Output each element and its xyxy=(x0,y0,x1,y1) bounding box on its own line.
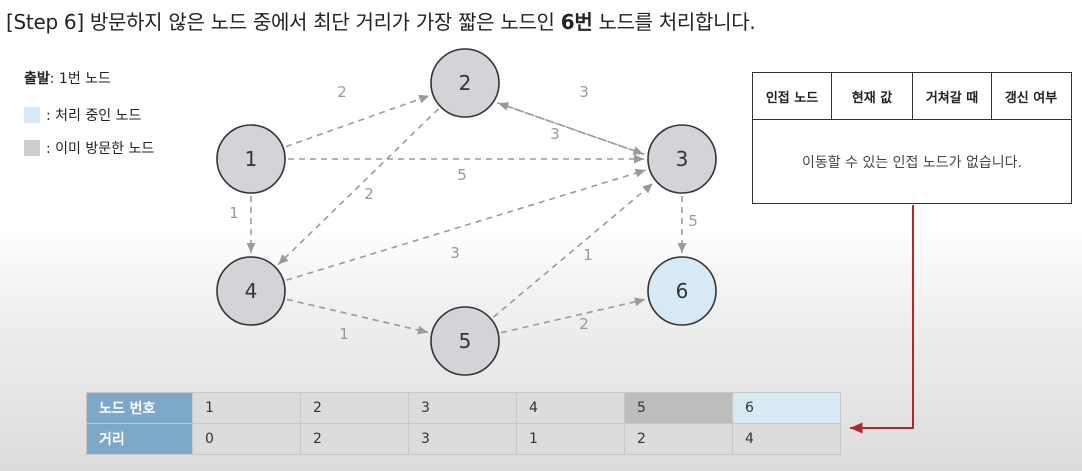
node-5-circle xyxy=(430,306,500,376)
edge-5-3 xyxy=(492,182,654,318)
node-2-circle xyxy=(430,48,500,118)
edge-weight-label: 1 xyxy=(229,204,239,222)
node-1-label: 1 xyxy=(245,147,258,171)
node-number-cell: 4 xyxy=(516,392,625,424)
distance-cell: 2 xyxy=(300,423,409,455)
edge-5-6 xyxy=(500,297,646,334)
adjacency-header-cell: 현재 값 xyxy=(832,73,913,119)
legend-start-value: : 1번 노드 xyxy=(49,71,111,87)
distance-cell: 3 xyxy=(408,423,517,455)
title-bold: 6번 xyxy=(560,10,593,34)
edge-weight-label: 2 xyxy=(579,315,589,333)
edge-weight-label: 3 xyxy=(450,244,460,262)
adjacency-message: 이동할 수 있는 인접 노드가 없습니다. xyxy=(802,155,1022,171)
edge-weight-label: 2 xyxy=(364,185,374,203)
edge-weight-label: 3 xyxy=(579,83,589,101)
pointer-arrow xyxy=(850,205,914,434)
distance-cell: 4 xyxy=(732,423,841,455)
node-6-circle xyxy=(647,256,717,326)
legend-visited: : 이미 방문한 노드 xyxy=(24,138,154,158)
title-prefix: [Step 6] 방문하지 않은 노드 중에서 최단 거리가 가장 짧은 노드인 xyxy=(6,10,561,34)
node-2-label: 2 xyxy=(459,71,472,95)
adjacency-table: 인접 노드 현재 값 거쳐갈 때 갱신 여부 이동할 수 있는 인접 노드가 없… xyxy=(752,72,1072,204)
distance-cell: 0 xyxy=(192,423,301,455)
legend-processing: : 처리 중인 노드 xyxy=(24,105,141,125)
node-number-cell: 6 xyxy=(732,392,841,424)
node-4-label: 4 xyxy=(245,279,258,303)
edge-4-3 xyxy=(286,168,646,281)
node-number-label: 노드 번호 xyxy=(86,392,193,424)
edge-1-2 xyxy=(285,94,430,148)
edge-weight-label: 5 xyxy=(457,166,467,184)
edge-weight-label: 1 xyxy=(583,246,593,264)
legend-processing-label: : 처리 중인 노드 xyxy=(46,108,142,124)
visited-swatch xyxy=(24,140,40,156)
node-number-cell: 3 xyxy=(408,392,517,424)
node-3-label: 3 xyxy=(676,147,689,171)
legend-visited-label: : 이미 방문한 노드 xyxy=(46,141,155,157)
edge-weight-label: 2 xyxy=(337,83,347,101)
edge-weight-label: 1 xyxy=(339,325,349,343)
processing-swatch xyxy=(24,107,40,123)
edge-3-2 xyxy=(497,102,645,156)
distance-row: 거리 0 2 3 1 2 4 xyxy=(86,423,841,455)
edge-weight-label: 3 xyxy=(550,125,560,143)
node-number-row: 노드 번호 1 2 3 4 5 6 xyxy=(86,392,841,424)
adjacency-header-cell: 갱신 여부 xyxy=(1004,90,1058,106)
title-suffix: 노드를 처리합니다. xyxy=(592,10,756,34)
node-number-cell: 5 xyxy=(624,392,733,424)
distance-label: 거리 xyxy=(86,423,193,455)
edge-2-4 xyxy=(277,108,440,266)
distance-table: 노드 번호 1 2 3 4 5 6 거리 0 2 3 1 2 4 xyxy=(86,392,841,455)
node-6-label: 6 xyxy=(676,279,689,303)
adjacency-header-cell: 인접 노드 xyxy=(753,73,832,119)
edge-weight-label: 5 xyxy=(688,212,698,230)
legend-start-label: 출발 xyxy=(24,71,50,87)
distance-cell: 1 xyxy=(516,423,625,455)
edge-4-5 xyxy=(286,298,429,335)
distance-cell: 2 xyxy=(624,423,733,455)
node-5-label: 5 xyxy=(459,329,472,353)
node-1-circle xyxy=(216,124,286,194)
legend-start: 출발: 1번 노드 xyxy=(24,68,111,88)
node-number-cell: 2 xyxy=(300,392,409,424)
adjacency-header-row: 인접 노드 현재 값 거쳐갈 때 갱신 여부 xyxy=(753,73,1071,120)
node-3-circle xyxy=(647,124,717,194)
node-4-circle xyxy=(216,256,286,326)
adjacency-header-cell: 거쳐갈 때 xyxy=(913,73,992,119)
node-number-cell: 1 xyxy=(192,392,301,424)
step-title: [Step 6] 방문하지 않은 노드 중에서 최단 거리가 가장 짧은 노드인… xyxy=(6,6,756,35)
